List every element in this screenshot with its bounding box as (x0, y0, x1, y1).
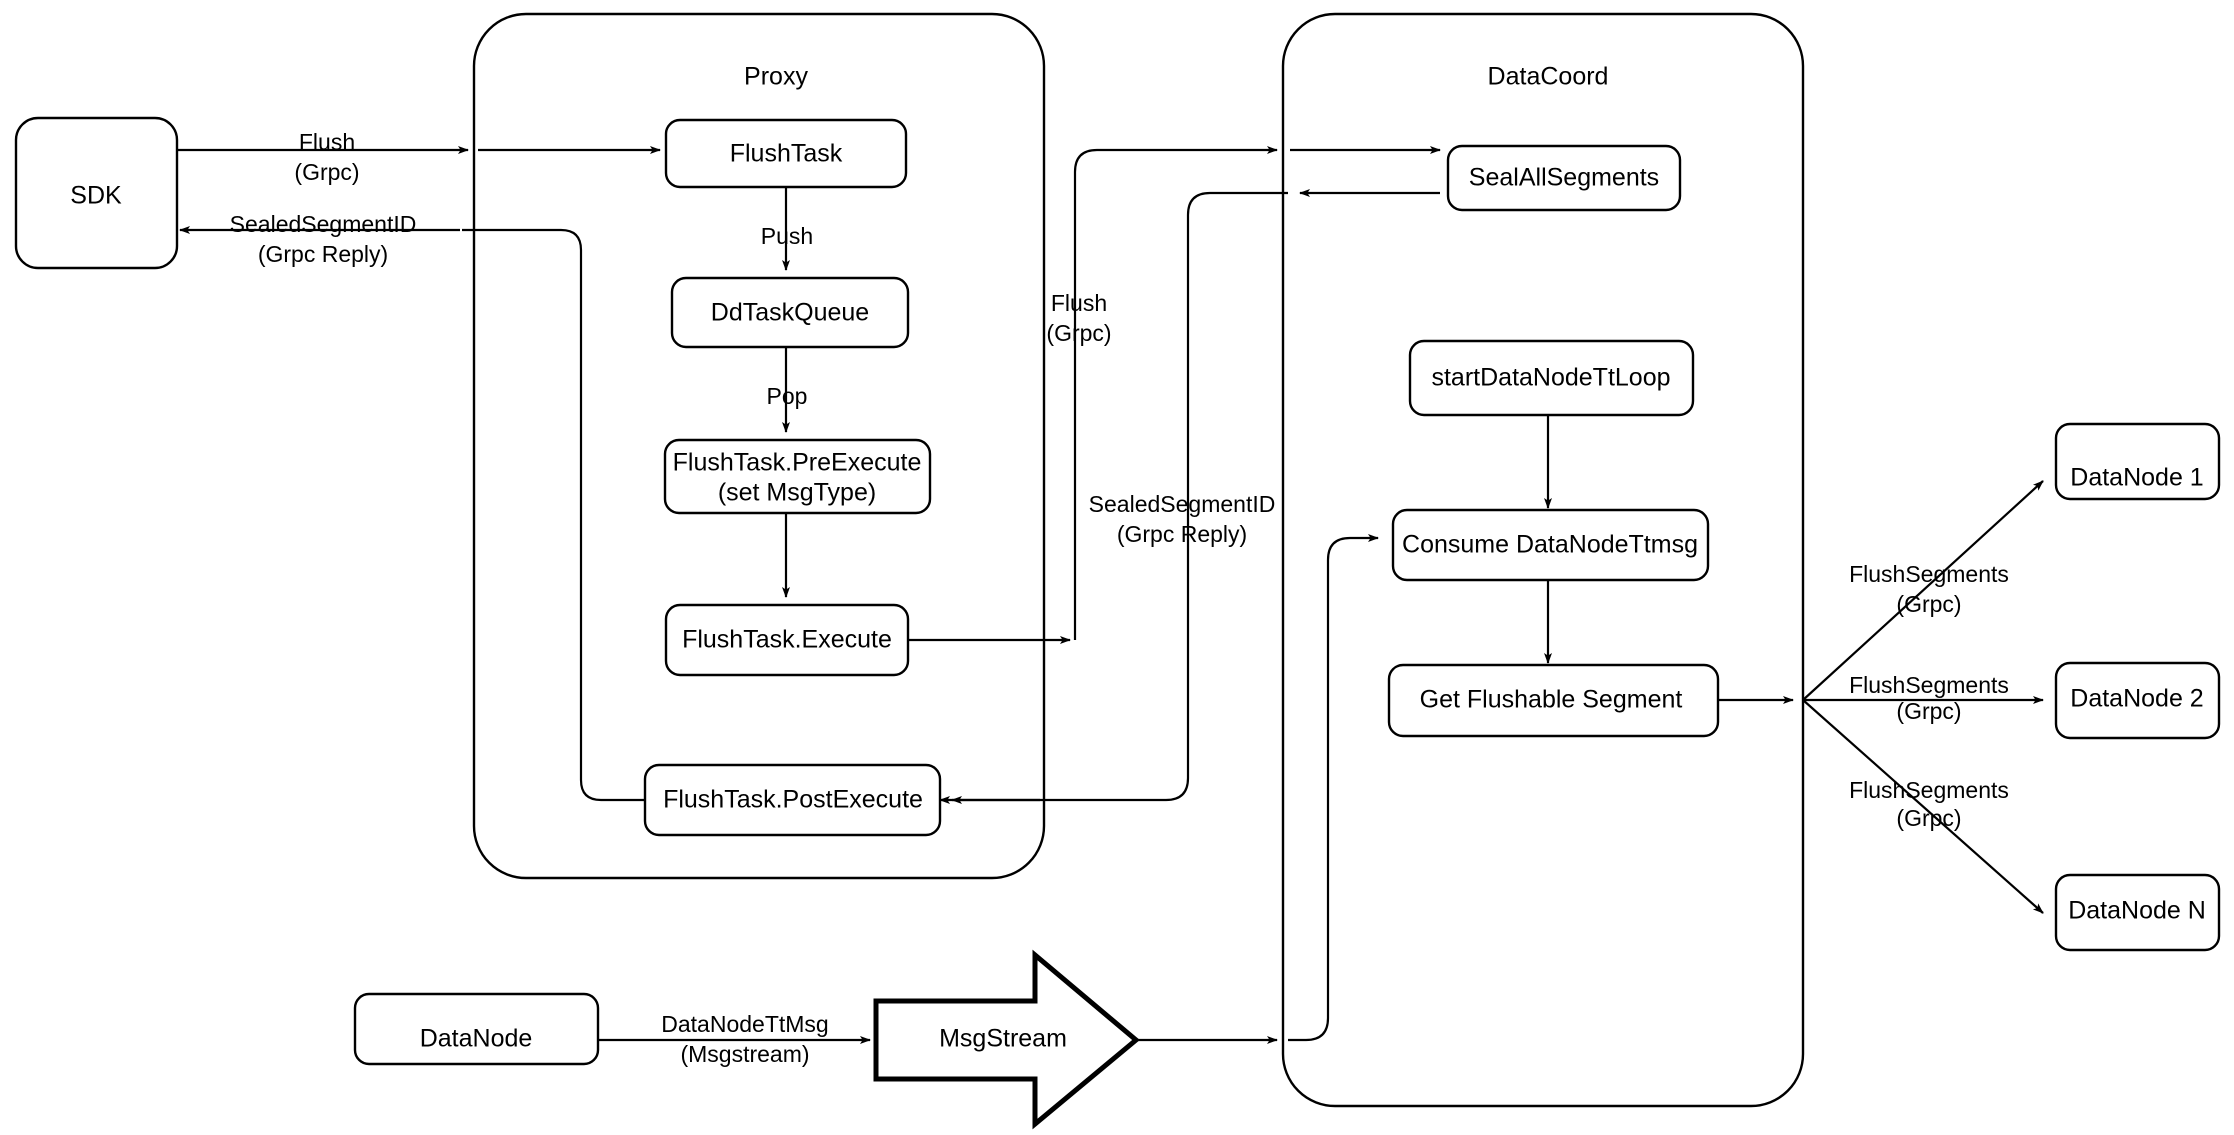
node-execute-label: FlushTask.Execute (682, 626, 892, 654)
edge-label-proxy-to-sdk: SealedSegmentID (Grpc Reply) (230, 211, 417, 267)
node-getflushable-label: Get Flushable Segment (1420, 686, 1683, 714)
node-startdatanodettloop[interactable]: startDataNodeTtLoop (1408, 339, 1695, 417)
node-consume-datanodettmsg[interactable]: Consume DataNodeTtmsg (1391, 508, 1710, 582)
edge-label-flushseg1-line1: FlushSegments (1849, 561, 2009, 587)
node-flushtask-preexecute[interactable]: FlushTask.PreExecute (set MsgType) (663, 438, 932, 515)
edge-label-flushsegments-2: FlushSegments (Grpc) (1849, 672, 2009, 724)
edge-label-proxy-to-datacoord: Flush (Grpc) (1046, 290, 1111, 346)
edge-label-sealedsegmentid-line1: SealedSegmentID (230, 211, 417, 237)
node-msgstream[interactable]: MsgStream (873, 949, 1140, 1130)
container-proxy: Proxy (472, 12, 1046, 880)
node-datanode-bottom[interactable]: DataNode (353, 992, 600, 1066)
edge-label-flushseg1-line2: (Grpc) (1896, 591, 1961, 617)
edge-postexecute-to-sdk (462, 228, 645, 802)
edge-label-ttmsg-line2: (Msgstream) (680, 1041, 809, 1067)
node-postexecute-label: FlushTask.PostExecute (663, 786, 923, 814)
edge-label-ttmsg-line1: DataNodeTtMsg (661, 1011, 828, 1037)
edge-label-flushsegn-line2: (Grpc) (1896, 805, 1961, 831)
edge-label-datacoord-to-proxy: SealedSegmentID (Grpc Reply) (1089, 491, 1276, 547)
edge-label-sdk-to-proxy: Flush (Grpc) (294, 129, 359, 185)
node-preexecute-label-line2: (set MsgType) (718, 479, 876, 507)
node-datanode1-label: DataNode 1 (2070, 464, 2203, 492)
node-datanode-2[interactable]: DataNode 2 (2054, 661, 2221, 740)
edge-label-flushsegn-line1: FlushSegments (1849, 777, 2009, 803)
node-get-flushable-segment[interactable]: Get Flushable Segment (1387, 663, 1720, 738)
node-ddtaskqueue-label: DdTaskQueue (711, 299, 869, 327)
edge-label-flush-grpc-line1: Flush (299, 129, 355, 155)
edge-label-push: Push (761, 223, 813, 249)
node-preexecute-label-line1: FlushTask.PreExecute (673, 449, 922, 477)
node-flushtask-label: FlushTask (730, 140, 843, 168)
node-flushtask-postexecute[interactable]: FlushTask.PostExecute (643, 763, 942, 837)
node-datanoden-label: DataNode N (2068, 897, 2206, 925)
node-datanode2-label: DataNode 2 (2070, 685, 2203, 713)
node-datanode-bottom-label: DataNode (420, 1025, 533, 1053)
edge-label-flushsegments-n: FlushSegments (Grpc) (1849, 777, 2009, 831)
edge-label-flushseg2-line1: FlushSegments (1849, 672, 2009, 698)
edge-label-pop: Pop (767, 383, 808, 409)
node-sealallsegments[interactable]: SealAllSegments (1446, 144, 1682, 212)
node-consume-label: Consume DataNodeTtmsg (1402, 531, 1698, 559)
container-proxy-label: Proxy (744, 63, 808, 91)
node-datanode-1[interactable]: DataNode 1 (2054, 422, 2221, 501)
edge-label-flush-grpc-line2: (Grpc) (294, 159, 359, 185)
node-msgstream-label: MsgStream (939, 1025, 1067, 1053)
edge-label-dc-sealedsegmentid-line2: (Grpc Reply) (1117, 521, 1247, 547)
edge-junction-to-datanode1 (1802, 480, 2044, 701)
edge-label-sealedsegmentid-line2: (Grpc Reply) (258, 241, 388, 267)
container-datacoord-label: DataCoord (1488, 63, 1609, 91)
node-sealallsegments-label: SealAllSegments (1469, 164, 1659, 192)
node-sdk-label: SDK (70, 182, 122, 210)
container-datacoord: DataCoord (1281, 12, 1805, 1108)
edge-label-datanodettmsg: DataNodeTtMsg (Msgstream) (661, 1011, 828, 1067)
node-ddtaskqueue[interactable]: DdTaskQueue (670, 276, 910, 349)
edge-label-flushseg2-line2: (Grpc) (1896, 698, 1961, 724)
edge-label-dc-sealedsegmentid-line1: SealedSegmentID (1089, 491, 1276, 517)
node-flushtask[interactable]: FlushTask (664, 118, 908, 189)
edge-label-flushsegments-1: FlushSegments (Grpc) (1849, 561, 2009, 617)
edge-junction-to-datanoden (1802, 699, 2044, 914)
node-flushtask-execute[interactable]: FlushTask.Execute (664, 603, 910, 677)
node-sdk[interactable]: SDK (14, 116, 179, 270)
node-datanode-n[interactable]: DataNode N (2054, 873, 2221, 952)
node-startdatanodettloop-label: startDataNodeTtLoop (1431, 364, 1670, 392)
edge-proxy-to-datacoord-flush (1073, 146, 1278, 640)
edge-label-flush-dc-line1: Flush (1051, 290, 1107, 316)
edge-datacoord-ttmsg-to-consume (1288, 534, 1379, 1042)
edge-datacoord-to-proxy-sealedsegmentid (951, 191, 1288, 804)
edge-label-flush-dc-line2: (Grpc) (1046, 320, 1111, 346)
